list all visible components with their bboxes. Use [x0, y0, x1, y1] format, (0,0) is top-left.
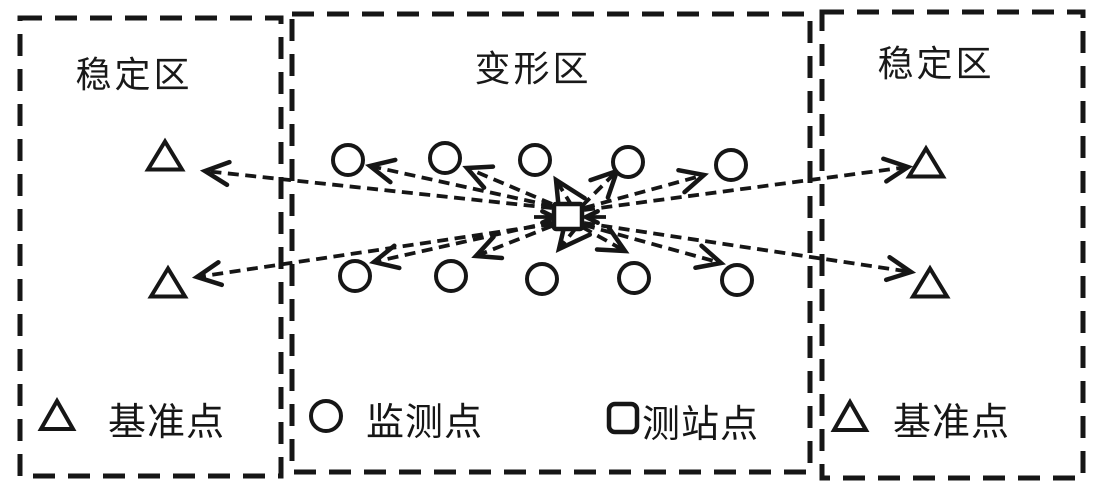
monitor-point-circle-3	[518, 143, 552, 177]
arrowhead-monitor-top-5	[676, 167, 709, 195]
arrowhead-monitor-bottom-1	[368, 243, 402, 271]
arrow-shaft-benchmark-bottom-left	[196, 222, 553, 279]
arrow-shaft-monitor-bottom-1	[373, 220, 553, 264]
benchmark-triangle-3	[905, 144, 947, 179]
monitor-point-circle-6	[338, 259, 372, 293]
legend-benchmark-triangle-icon-4	[830, 397, 870, 432]
arrow-shaft-monitor-top-4	[580, 169, 619, 208]
monitor-point-circle-10	[720, 263, 754, 297]
arrow-shaft-monitor-bottom-5	[583, 223, 722, 265]
deformation-zone-box	[289, 11, 813, 475]
arrowhead-monitor-top-2	[462, 164, 496, 190]
arrow-shaft-benchmark-top-left	[204, 169, 553, 210]
stable-right-zone-box	[819, 9, 1086, 481]
arrow-shaft-monitor-bottom-2	[475, 224, 553, 258]
legend-label-monitor: 监测点	[366, 402, 484, 444]
legend-monitor-circle-icon	[309, 399, 343, 433]
zone-title-stable-left: 稳定区	[75, 54, 193, 95]
arrow-shaft-monitor-top-5	[583, 173, 705, 210]
arrowhead-monitor-bottom-2	[471, 234, 505, 261]
legend-benchmark-triangle-icon-1	[37, 396, 77, 431]
monitor-point-circle-2	[428, 141, 462, 175]
legend-label-station: 测站点	[642, 404, 760, 446]
monitor-point-circle-8	[525, 262, 559, 296]
monitor-point-circle-9	[617, 261, 651, 295]
monitor-point-circle-5	[714, 148, 748, 182]
monitor-point-circle-7	[434, 259, 468, 293]
monitor-point-circle-4	[611, 145, 645, 179]
zone-title-deformation: 变形区	[474, 48, 592, 89]
benchmark-triangle-4	[909, 264, 951, 299]
arrow-shaft-benchmark-top-right	[583, 165, 909, 212]
arrow-shaft-monitor-bottom-4	[581, 225, 626, 253]
legend-label-benchmark-left: 基准点	[108, 402, 226, 444]
monitor-point-circle-1	[331, 143, 365, 177]
benchmark-triangle-1	[144, 137, 186, 172]
arrowhead-benchmark-bottom-right	[883, 255, 917, 283]
stable-left-zone-box	[17, 15, 284, 479]
arrow-shaft-monitor-top-2	[466, 166, 553, 206]
arrowhead-benchmark-top-left	[199, 159, 232, 188]
arrowhead-monitor-top-1	[364, 157, 398, 185]
arrowhead-benchmark-top-right	[881, 156, 914, 184]
station-square	[551, 201, 585, 232]
arrowhead-monitor-bottom-5	[693, 243, 726, 270]
benchmark-triangle-2	[147, 264, 189, 299]
arrow-shaft-benchmark-bottom-right	[583, 221, 912, 274]
legend-label-benchmark-right: 基准点	[893, 402, 1011, 444]
arrowhead-station-right	[580, 209, 600, 225]
arrowhead-monitor-bottom-4	[594, 225, 630, 254]
zone-title-stable-right: 稳定区	[877, 43, 995, 84]
arrow-shaft-monitor-top-1	[369, 164, 553, 208]
legend-station-square-icon	[606, 401, 640, 435]
arrowhead-benchmark-bottom-left	[191, 260, 225, 288]
